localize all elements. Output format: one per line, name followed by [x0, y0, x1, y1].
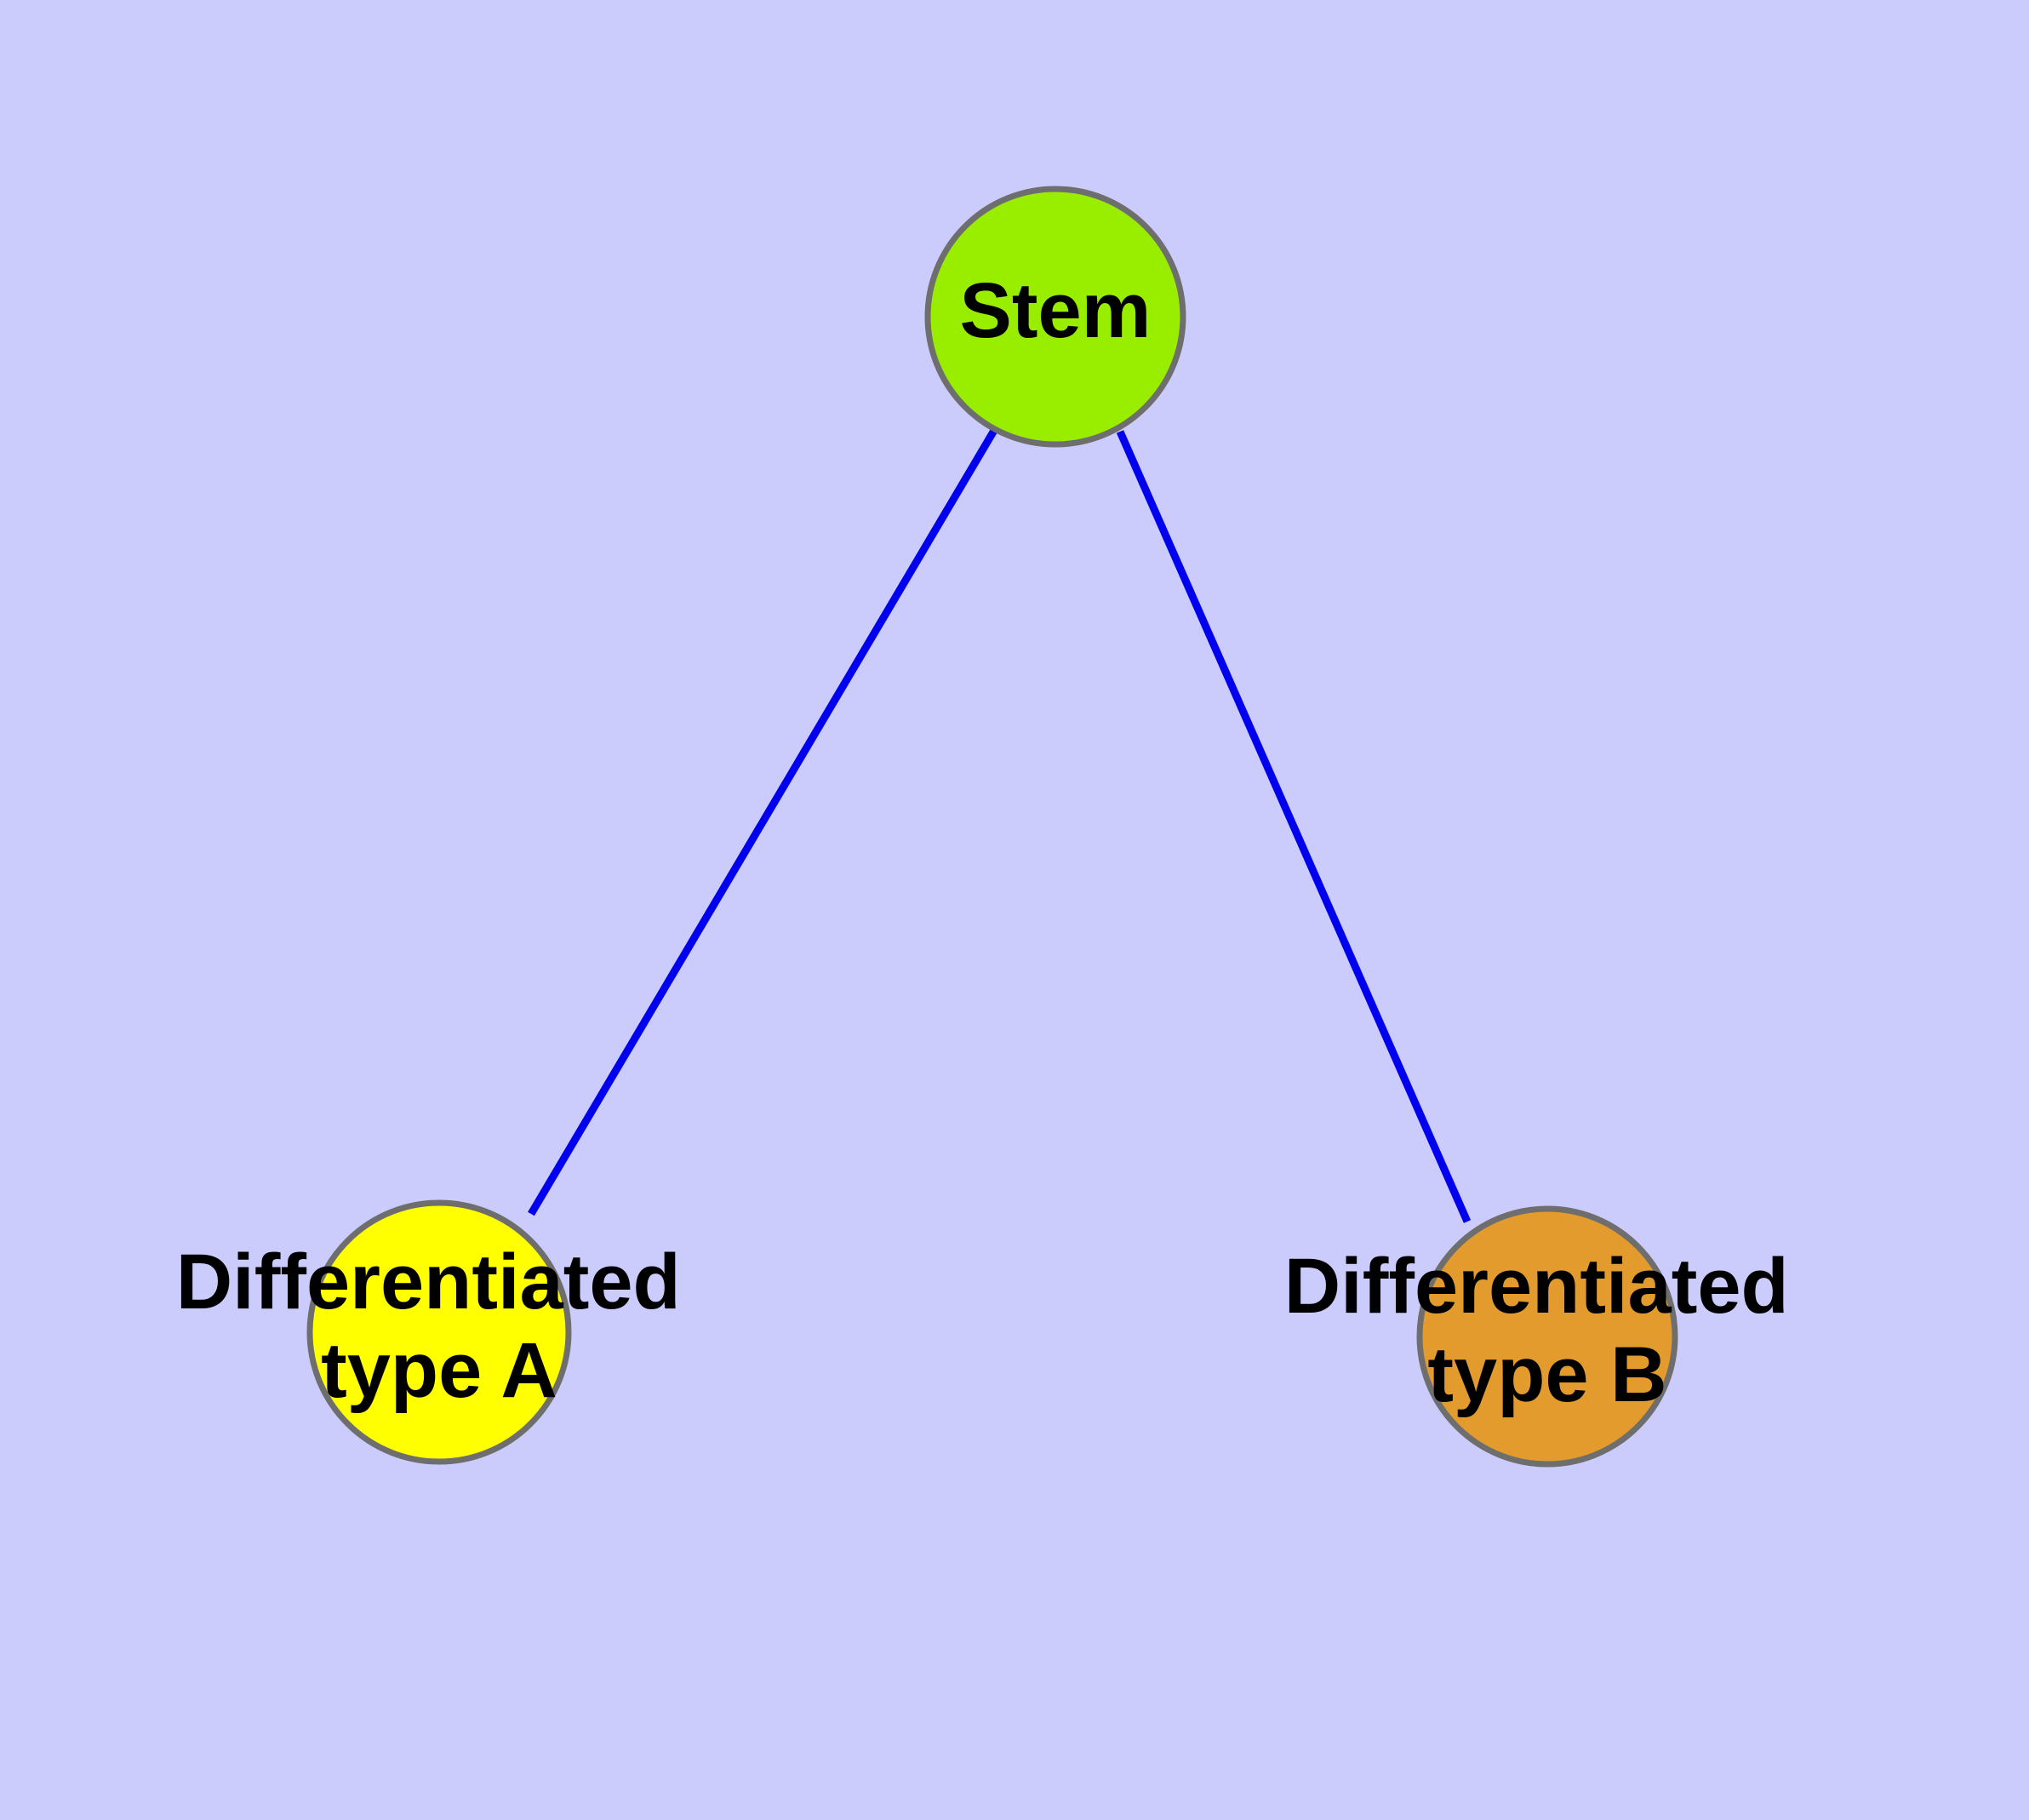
node-differentiated-type-a-label: Differentiated type A: [176, 1239, 703, 1414]
node-differentiated-type-a[interactable]: Differentiated type A: [176, 1199, 703, 1465]
node-stem[interactable]: Stem: [924, 186, 1186, 448]
node-differentiated-type-b[interactable]: Differentiated type B: [1284, 1205, 1811, 1468]
nodes-layer: Stem Differentiated type A Differentiate…: [176, 186, 1811, 1468]
node-differentiated-type-b-label: Differentiated type B: [1284, 1243, 1811, 1418]
edges-layer: [528, 426, 1472, 1223]
node-differentiated-type-b-circle[interactable]: [1416, 1205, 1678, 1468]
node-stem-circle[interactable]: [924, 186, 1186, 448]
edge-stem-to-differentiated-a[interactable]: [528, 426, 998, 1216]
node-stem-label: Stem: [960, 267, 1152, 354]
node-differentiated-type-a-circle[interactable]: [306, 1199, 572, 1465]
edge-stem-to-differentiated-b[interactable]: [1116, 430, 1472, 1223]
